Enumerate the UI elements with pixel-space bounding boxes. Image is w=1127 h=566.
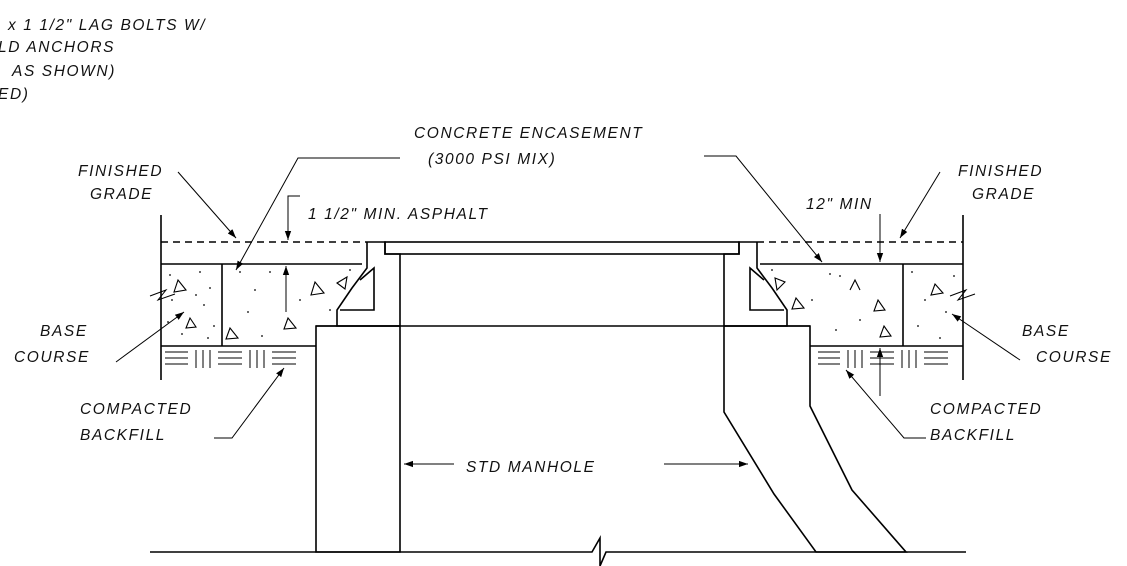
finished-grade-left-line1: FINISHED <box>78 163 163 180</box>
base-course-aggregate-left <box>167 271 215 339</box>
asphalt-label: 1 1/2" MIN. ASPHALT <box>308 206 489 223</box>
bottom-break-line <box>150 534 966 566</box>
compacted-backfill-left-line1: COMPACTED <box>80 401 192 418</box>
compacted-backfill-right-leader <box>845 369 926 439</box>
std-manhole-label: STD MANHOLE <box>466 459 596 476</box>
compacted-backfill-right-line1: COMPACTED <box>930 401 1042 418</box>
finished-grade-right-line1: FINISHED <box>958 163 1043 180</box>
encasement-leader-right <box>704 155 823 263</box>
break-mark-left <box>149 288 176 302</box>
compacted-backfill-right-line2: BACKFILL <box>930 427 1016 444</box>
lag-bolts-note-line2: LD ANCHORS <box>0 39 115 56</box>
base-course-left-leader <box>115 311 185 363</box>
lag-bolts-note-line1: x 1 1/2" LAG BOLTS W/ <box>7 17 206 34</box>
encasement-label-line2: (3000 PSI MIX) <box>428 151 556 168</box>
asphalt-leader <box>284 195 300 240</box>
base-course-left-line1: BASE <box>40 323 88 340</box>
compacted-backfill-symbol-right <box>818 350 948 368</box>
manhole-wall-right <box>723 325 908 553</box>
lag-bolts-note-line4: ED) <box>0 86 30 103</box>
encasement-leader-left <box>235 157 400 271</box>
base-course-right-leader <box>951 313 1021 361</box>
finished-grade-right-line2: GRADE <box>972 186 1035 203</box>
base-course-aggregate-right <box>911 271 955 339</box>
compacted-backfill-left-line2: BACKFILL <box>80 427 166 444</box>
base-course-right-line2: COURSE <box>1036 349 1112 366</box>
encasement-aggregate-right <box>771 269 892 338</box>
finished-grade-left-line2: GRADE <box>90 186 153 203</box>
compacted-backfill-symbol-left <box>165 350 296 368</box>
encasement-label-line1: CONCRETE ENCASEMENT <box>414 125 643 142</box>
finished-grade-left-leader <box>177 171 237 239</box>
min-12-label: 12" MIN <box>806 196 873 213</box>
compacted-backfill-left-leader <box>214 367 285 439</box>
lag-bolts-note-line3: AS SHOWN) <box>11 63 116 80</box>
manhole-wall-left <box>315 325 401 553</box>
break-mark-right <box>949 288 976 302</box>
manhole-frame-lid <box>316 241 810 327</box>
encasement-aggregate-left <box>225 269 351 340</box>
base-course-right-line1: BASE <box>1022 323 1070 340</box>
finished-grade-right-leader <box>899 171 941 239</box>
base-course-left-line2: COURSE <box>14 349 90 366</box>
